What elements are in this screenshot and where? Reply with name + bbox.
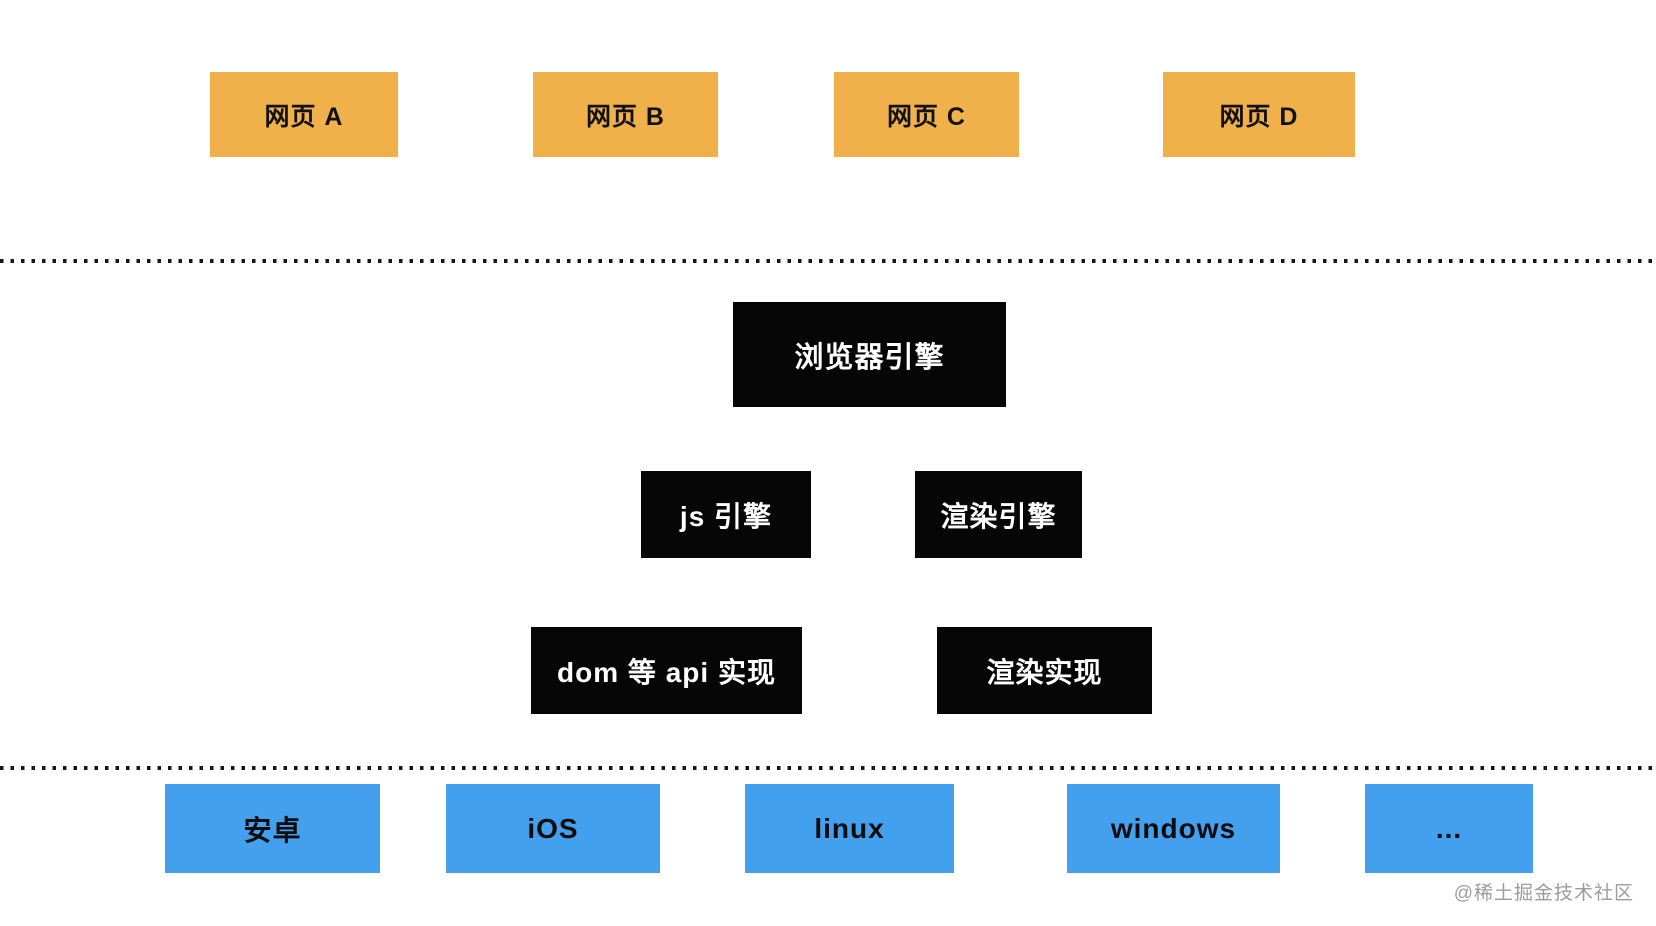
platform-box-linux: linux — [745, 784, 954, 873]
browser-engine-box: 浏览器引擎 — [733, 302, 1006, 407]
watermark: @稀土掘金技术社区 — [1453, 883, 1634, 904]
platform-box-ios: iOS — [446, 784, 660, 873]
webpage-box-d: 网页 D — [1163, 72, 1355, 157]
render-engine-box: 渲染引擎 — [915, 471, 1082, 558]
layer-divider-bottom — [0, 766, 1656, 770]
layer-divider-top — [0, 259, 1656, 263]
webpage-box-a: 网页 A — [210, 72, 398, 157]
webpage-box-b: 网页 B — [533, 72, 718, 157]
js-engine-box: js 引擎 — [641, 471, 811, 558]
webpage-box-c: 网页 C — [834, 72, 1019, 157]
platform-box-more: ... — [1365, 784, 1533, 873]
render-impl-box: 渲染实现 — [937, 627, 1152, 714]
dom-api-box: dom 等 api 实现 — [531, 627, 802, 714]
platform-box-android: 安卓 — [165, 784, 380, 873]
platform-box-windows: windows — [1067, 784, 1280, 873]
